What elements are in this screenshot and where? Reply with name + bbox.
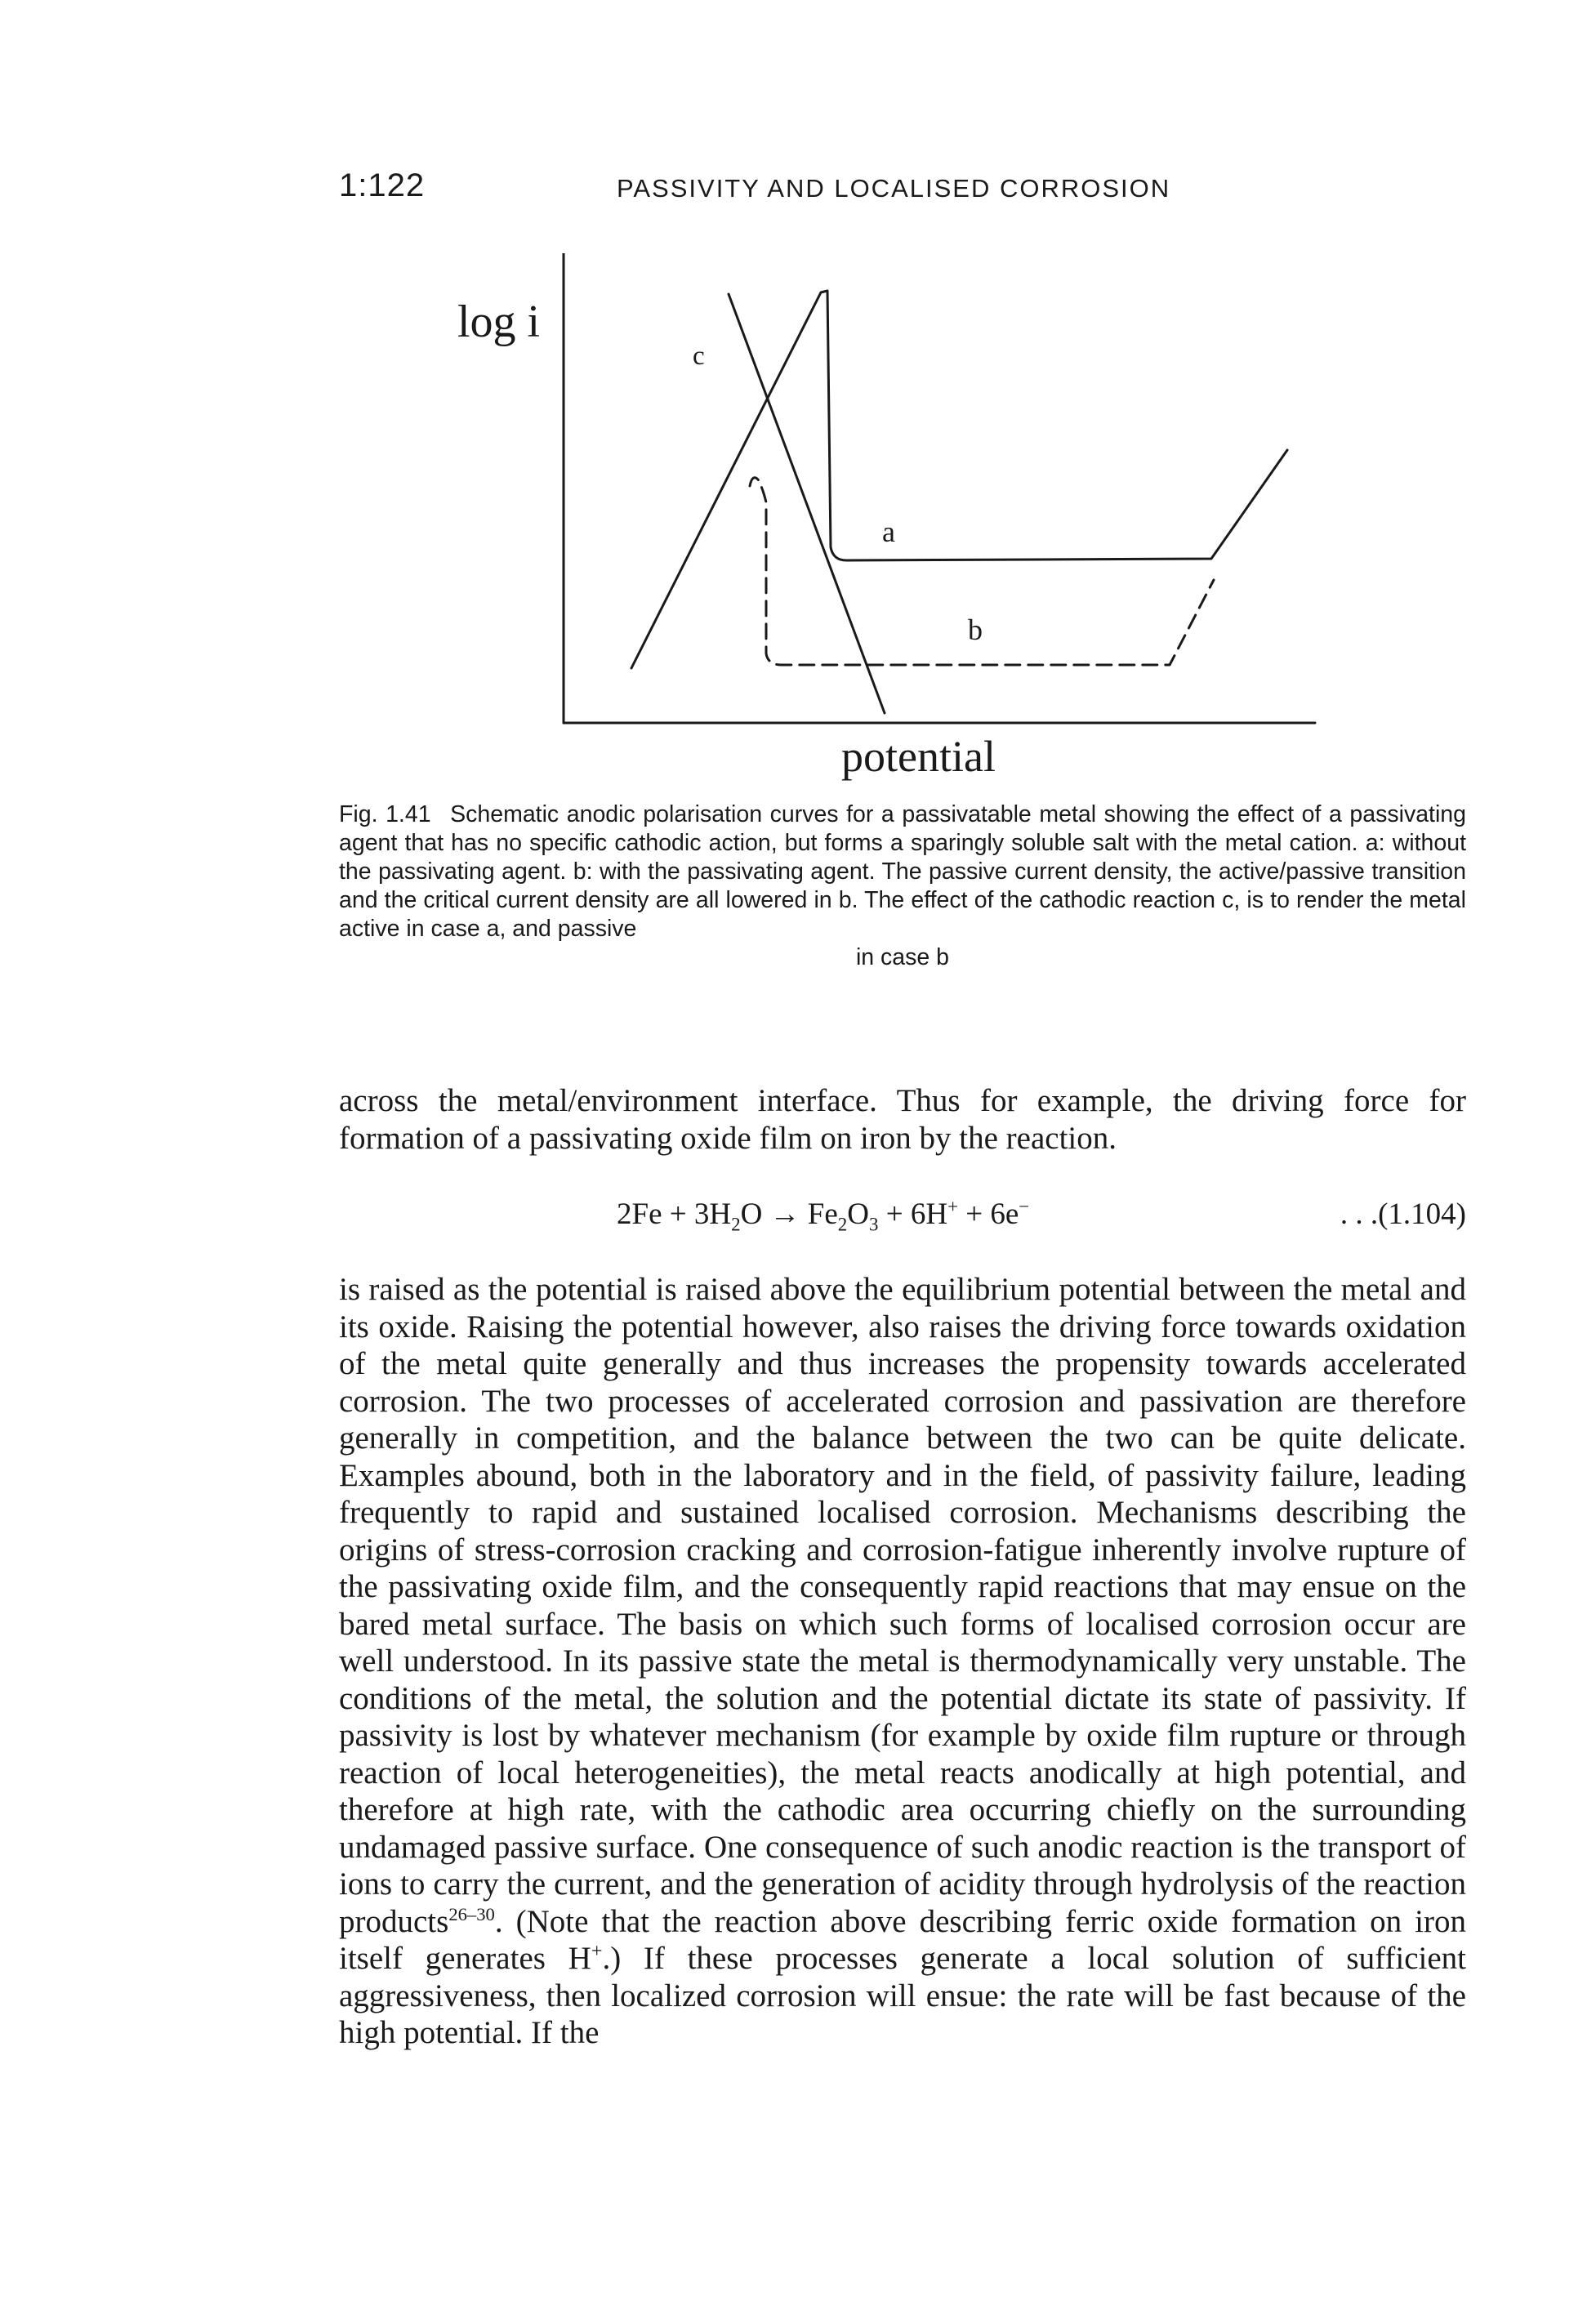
curve-c-line [727, 292, 886, 715]
caption-text: Schematic anodic polarisation curves for… [339, 801, 1467, 942]
equation-number: . . .(1.104) [1340, 1197, 1466, 1231]
curve-a-label: a [882, 515, 895, 548]
curve-b-label: b [968, 613, 983, 646]
equation-formula: 2Fe + 3H2O → Fe2O3 + 6H+ + 6e− [617, 1196, 1030, 1235]
page-header: 1:122 PASSIVITY AND LOCALISED CORROSION [339, 167, 1466, 216]
figure-number: Fig. 1.41 [339, 801, 431, 827]
x-axis-label: potential [841, 732, 996, 781]
curve-b-line [748, 476, 1215, 667]
curve-c-label: c [693, 341, 705, 371]
running-title: PASSIVITY AND LOCALISED CORROSION [617, 174, 1171, 203]
figure-polarisation-curves: log i potential c a b [425, 253, 1340, 792]
curve-a-line [630, 289, 1289, 670]
paragraph-1: across the metal/environment interface. … [339, 1083, 1466, 1156]
page-number: 1:122 [339, 167, 426, 203]
y-axis-label: log i [457, 297, 541, 347]
figure-caption: Fig. 1.41 Schematic anodic polarisation … [339, 800, 1466, 972]
equation-1-104: 2Fe + 3H2O → Fe2O3 + 6H+ + 6e− . . .(1.1… [339, 1196, 1466, 1235]
body-text: across the metal/environment interface. … [339, 1082, 1466, 2052]
citation-reference: 26–30 [448, 1903, 495, 1924]
paragraph-2: is raised as the potential is raised abo… [339, 1272, 1467, 2050]
diagram-lines [562, 253, 1317, 725]
caption-text-end: in case b [855, 944, 950, 970]
